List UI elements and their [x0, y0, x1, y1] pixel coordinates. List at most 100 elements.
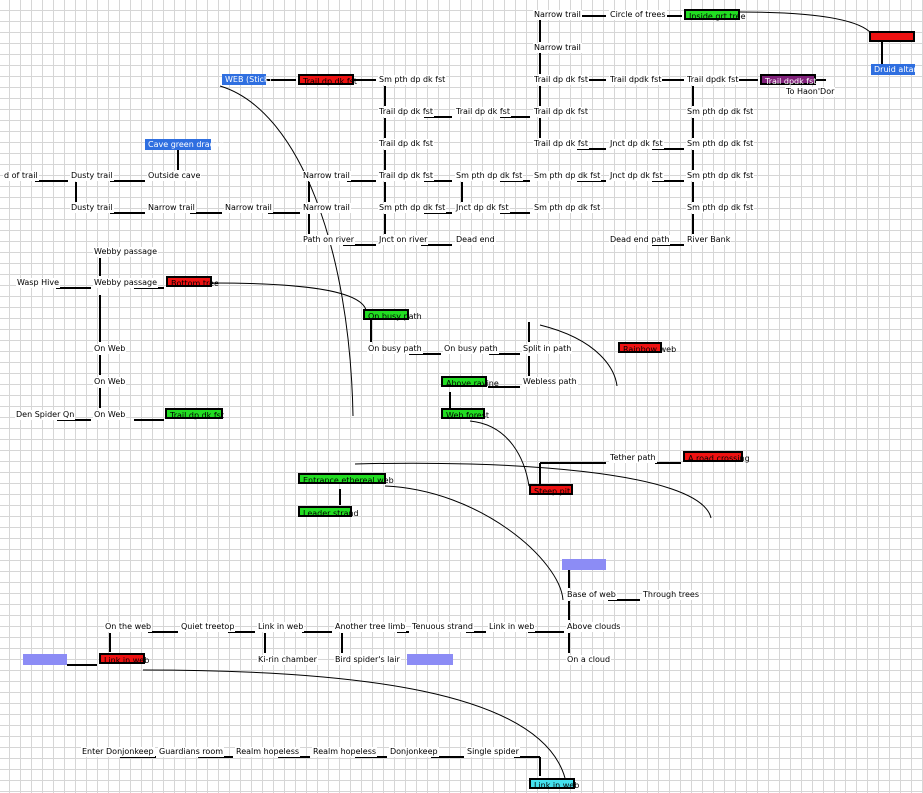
room-trail-dp-dk-fst[interactable]: Trail dp dk fst	[165, 408, 224, 420]
room-another-tree-limb[interactable]: Another tree limb	[334, 622, 407, 632]
room-above-clouds[interactable]: Above clouds	[566, 622, 622, 632]
room-narrow-trail[interactable]: Narrow trail	[224, 203, 273, 213]
room-to-haon-dor[interactable]: To Haon'Dor	[785, 87, 836, 97]
room-den-spider-qn[interactable]: Den Spider Qn	[15, 410, 76, 420]
room-trail-dp-dk-fst[interactable]: Trail dp dk fst	[533, 139, 589, 149]
room-link-in-web[interactable]: Link in web	[99, 653, 149, 665]
room-link-in-web[interactable]: Link in web	[529, 778, 579, 790]
room-cave-green-dragon[interactable]: Cave green dragon	[145, 139, 225, 150]
room-trail-dp-dk-fst[interactable]: Trail dp dk fst	[533, 107, 589, 117]
room-guardians-room[interactable]: Guardians room	[158, 747, 224, 757]
long-link-curve	[211, 282, 367, 311]
room-dead-end[interactable]: Dead end	[455, 235, 496, 245]
long-link-curve	[739, 11, 873, 35]
map-connections	[35, 15, 883, 776]
room-on-web[interactable]: On Web	[93, 410, 127, 420]
room-sm-pth-dp-dk-fst[interactable]: Sm pth dp dk fst	[455, 171, 524, 181]
room-druid-altar[interactable]: Druid altar	[871, 64, 917, 75]
room-narrow-trail[interactable]: Narrow trail	[533, 10, 582, 20]
long-link-curve	[539, 324, 618, 387]
long-link-curve	[384, 485, 564, 601]
room-on-web[interactable]: On Web	[93, 377, 127, 387]
room-on-a-cloud[interactable]: On a cloud	[566, 655, 612, 665]
room-sm-pth-dp-dk-fst[interactable]: Sm pth dp dk fst	[686, 203, 755, 213]
room-trail-dp-dk-fst[interactable]: Trail dp dk fst	[378, 171, 434, 181]
room-narrow-trail[interactable]: Narrow trail	[302, 203, 351, 213]
room-path-on-river[interactable]: Path on river	[302, 235, 356, 245]
room-donjonkeep[interactable]: Donjonkeep	[389, 747, 439, 757]
room-trail-dp-dk-fst[interactable]: Trail dp dk fst	[455, 107, 511, 117]
room-unnamed[interactable]	[869, 31, 915, 42]
room-jnct-dp-dk-fst[interactable]: Jnct dp dk fst	[609, 171, 664, 181]
room-split-in-path[interactable]: Split in path	[522, 344, 573, 354]
room-dusty-trail[interactable]: Dusty trail	[70, 203, 114, 213]
room-jnct-on-river[interactable]: Jnct on river	[378, 235, 429, 245]
room-entrance-ethereal-web[interactable]: Entrance ethereal web	[298, 473, 394, 485]
room-narrow-trail[interactable]: Narrow trail	[533, 43, 582, 53]
room-tether-path[interactable]: Tether path	[609, 453, 657, 463]
room-sm-pth-dp-dk-fst[interactable]: Sm pth dp dk fst	[378, 75, 447, 85]
room-realm-hopeless[interactable]: Realm hopeless	[235, 747, 301, 757]
room-through-trees[interactable]: Through trees	[642, 590, 700, 600]
room-bird-spider-s-lair[interactable]: Bird spider's lair	[334, 655, 401, 665]
room-leader-strand[interactable]: Leader strand	[298, 506, 359, 518]
room-outside-cave[interactable]: Outside cave	[147, 171, 202, 181]
room-dead-end-path[interactable]: Dead end path	[609, 235, 671, 245]
room-webby-passage[interactable]: Webby passage	[93, 247, 159, 257]
room-above-ravine[interactable]: Above ravine	[441, 376, 499, 388]
room-tenuous-strand[interactable]: Tenuous strand	[411, 622, 474, 632]
room-sm-pth-dp-dk-fst[interactable]: Sm pth dp dk fst	[533, 171, 602, 181]
room-sm-pth-dp-dk-fst[interactable]: Sm pth dp dk fst	[533, 203, 602, 213]
room-on-busy-path[interactable]: On busy path	[363, 309, 422, 321]
room-base-of-web[interactable]: Base of web	[566, 590, 617, 600]
room-trail-dp-dk-fst[interactable]: Trail dp dk fst	[378, 139, 434, 149]
room-steep-pit[interactable]: Steep pit	[529, 484, 573, 496]
room-wasp-hive[interactable]: Wasp Hive	[16, 278, 60, 288]
room-river-bank[interactable]: River Bank	[686, 235, 732, 245]
room-bottom-tree[interactable]: Bottom tree	[166, 276, 219, 288]
long-link-curve	[469, 420, 530, 487]
room-trail-dpdk-fst[interactable]: Trail dpdk fst	[760, 74, 816, 86]
room-dusty-trail[interactable]: Dusty trail	[70, 171, 114, 181]
room-on-web[interactable]: On Web	[93, 344, 127, 354]
room-circle-of-trees[interactable]: Circle of trees	[609, 10, 667, 20]
room-trail-dpdk-fst[interactable]: Trail dpdk fst	[609, 75, 663, 85]
room-on-busy-path[interactable]: On busy path	[443, 344, 499, 354]
map-long-links	[142, 11, 873, 779]
room-realm-hopeless[interactable]: Realm hopeless	[312, 747, 378, 757]
room-trail-dp-dk-fst[interactable]: Trail dp dk fst	[298, 74, 357, 86]
room-web-stick[interactable]: WEB (Stick)	[222, 74, 272, 85]
room-sm-pth-dp-dk-fst[interactable]: Sm pth dp dk fst	[378, 203, 447, 213]
room-jnct-dp-dk-fst[interactable]: Jnct dp dk fst	[455, 203, 510, 213]
room-unnamed[interactable]	[23, 654, 67, 665]
room-on-busy-path[interactable]: On busy path	[367, 344, 423, 354]
room-sm-pth-dp-dk-fst[interactable]: Sm pth dp dk fst	[686, 171, 755, 181]
room-trail-dpdk-fst[interactable]: Trail dpdk fst	[686, 75, 740, 85]
room-d-of-trail[interactable]: d of trail	[3, 171, 39, 181]
room-sm-pth-dp-dk-fst[interactable]: Sm pth dp dk fst	[686, 107, 755, 117]
long-link-curve	[219, 85, 354, 417]
room-narrow-trail[interactable]: Narrow trail	[147, 203, 196, 213]
long-link-curve	[354, 462, 712, 519]
room-unnamed[interactable]	[407, 654, 453, 665]
room-web-forest[interactable]: Web forest	[441, 408, 489, 420]
room-ki-rin-chamber[interactable]: Ki-rin chamber	[257, 655, 318, 665]
room-inside-grt-tree[interactable]: Inside grt tree	[684, 9, 746, 21]
room-unnamed[interactable]	[562, 559, 606, 570]
room-link-in-web[interactable]: Link in web	[488, 622, 536, 632]
room-webless-path[interactable]: Webless path	[522, 377, 578, 387]
room-quiet-treetop[interactable]: Quiet treetop	[180, 622, 236, 632]
room-single-spider[interactable]: Single spider	[466, 747, 520, 757]
room-on-the-web[interactable]: On the web	[104, 622, 153, 632]
long-link-curve	[142, 669, 566, 779]
room-narrow-trail[interactable]: Narrow trail	[302, 171, 351, 181]
room-trail-dp-dk-fst[interactable]: Trail dp dk fst	[533, 75, 589, 85]
room-rainbow-web[interactable]: Rainbow web	[618, 342, 676, 354]
room-enter-donjonkeep[interactable]: Enter Donjonkeep	[81, 747, 155, 757]
room-sm-pth-dp-dk-fst[interactable]: Sm pth dp dk fst	[686, 139, 755, 149]
room-trail-dp-dk-fst[interactable]: Trail dp dk fst	[378, 107, 434, 117]
room-jnct-dp-dk-fst[interactable]: Jnct dp dk fst	[609, 139, 664, 149]
room-webby-passage[interactable]: Webby passage	[93, 278, 159, 288]
room-link-in-web[interactable]: Link in web	[257, 622, 305, 632]
room-a-road-crossing[interactable]: A road crossing	[683, 451, 750, 463]
